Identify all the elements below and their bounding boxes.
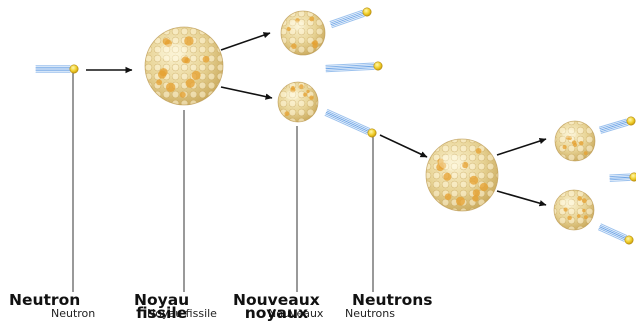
- noyau-fissile-big-label: Noyau fissile: [134, 294, 189, 320]
- nucleus-icon: [555, 121, 595, 161]
- nucleus-icon: [554, 190, 594, 230]
- arrow-icon: [497, 139, 546, 155]
- noyau-big-line-2: fissile: [134, 307, 189, 320]
- nucleus-icon: [281, 11, 325, 55]
- nouveaux-big-line-2: noyaux: [233, 307, 320, 320]
- nucleus-icon: [426, 139, 498, 211]
- neutron-big-label: Neutron: [9, 294, 80, 307]
- arrow-icon: [221, 87, 272, 98]
- nucleus-icon: [145, 27, 223, 105]
- neutron-icon: [330, 8, 371, 28]
- leader-lines: [73, 70, 373, 292]
- neutron-icon: [599, 224, 634, 244]
- arrow-icon: [497, 191, 546, 205]
- neutrons-big-label: Neutrons: [352, 294, 432, 307]
- nucleus-icon: [278, 82, 318, 122]
- neutron-icon: [326, 62, 382, 72]
- neutron-icon: [325, 110, 376, 138]
- neutrons: [36, 8, 636, 244]
- nouveaux-noyaux-big-label: Nouveaux noyaux: [233, 294, 320, 320]
- neutron-icon: [599, 117, 635, 133]
- nuclei: [145, 11, 595, 230]
- arrow-icon: [380, 135, 427, 157]
- arrow-icon: [221, 33, 270, 50]
- neutron-icon: [36, 65, 78, 73]
- neutron-icon: [610, 173, 636, 182]
